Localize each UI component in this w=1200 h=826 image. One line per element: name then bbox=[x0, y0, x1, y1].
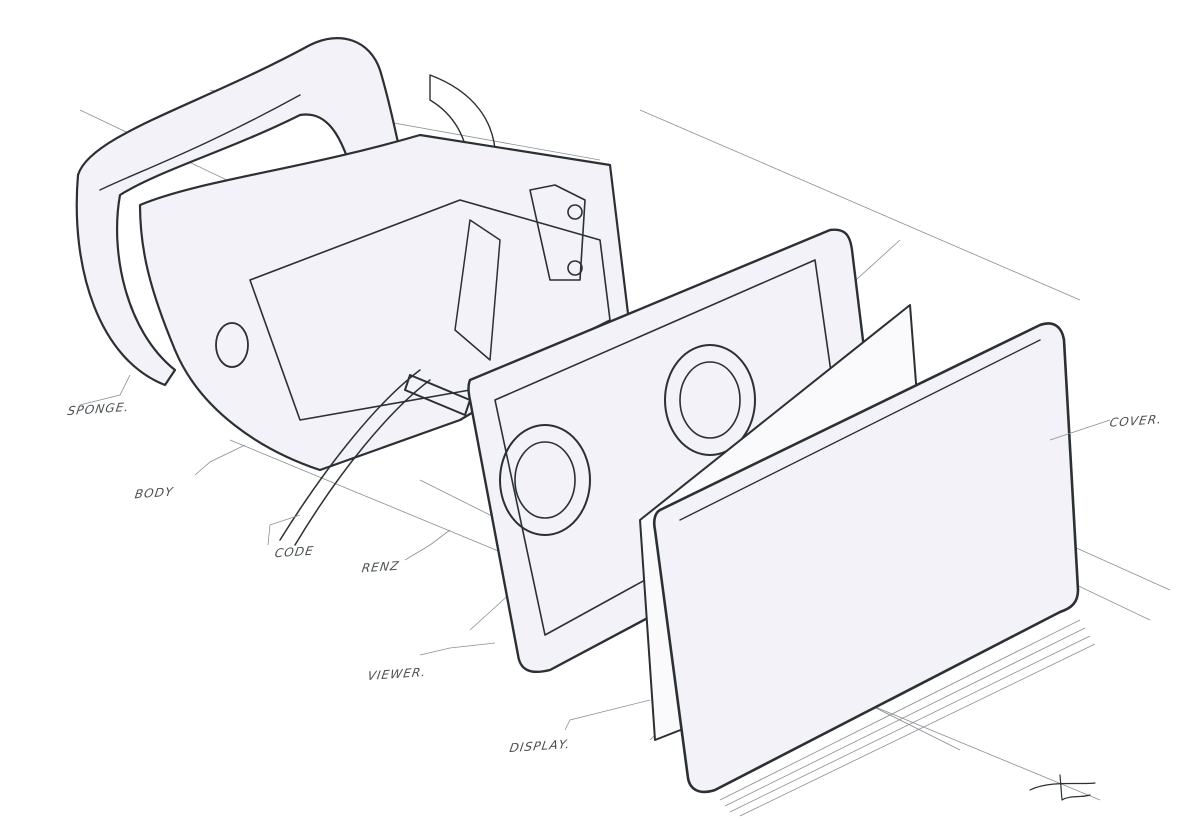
label-lens: RENZ bbox=[360, 558, 401, 576]
leader-lines bbox=[79, 374, 1111, 731]
cover-panel bbox=[652, 322, 1096, 817]
label-body: BODY bbox=[133, 484, 175, 502]
hatch-shadow bbox=[719, 619, 1096, 817]
viewer-frame bbox=[467, 228, 882, 674]
label-code: CODE bbox=[273, 543, 315, 561]
artist-signature bbox=[1029, 774, 1096, 801]
cable bbox=[279, 369, 471, 546]
